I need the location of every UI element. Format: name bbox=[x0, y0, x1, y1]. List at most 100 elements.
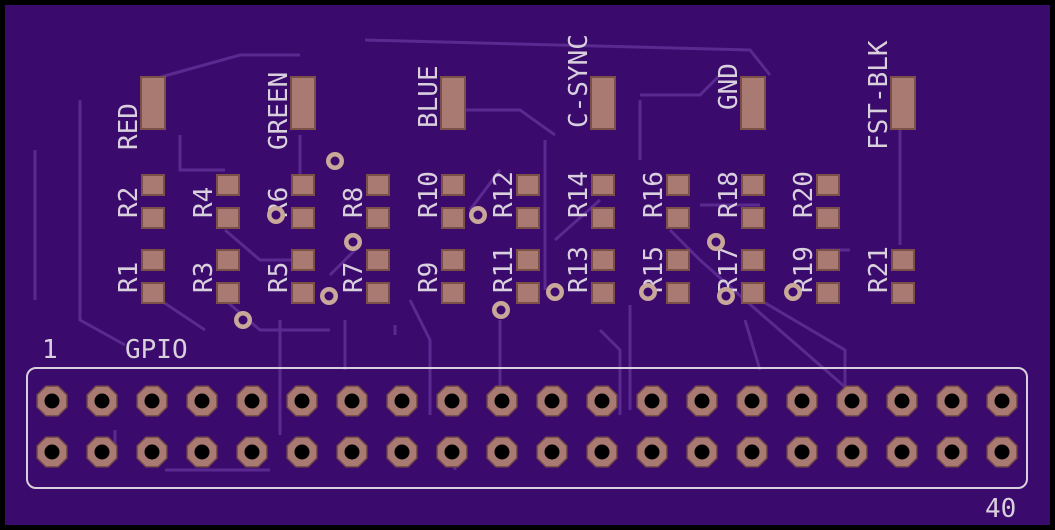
resistor-label-r1: R1 bbox=[114, 262, 144, 293]
trace bbox=[364, 38, 772, 76]
signal-label-green: GREEN bbox=[264, 72, 294, 150]
gpio-pin-hole bbox=[944, 393, 960, 409]
resistor-pad-r9-b bbox=[441, 282, 465, 304]
resistor-pad-r14-b bbox=[591, 207, 615, 229]
gpio-header-pins bbox=[36, 385, 1018, 468]
header-outline bbox=[26, 367, 1028, 489]
trace bbox=[224, 298, 330, 332]
resistor-label-r17: R17 bbox=[714, 246, 744, 293]
resistor-pad-r21-a bbox=[891, 249, 915, 271]
trace bbox=[468, 169, 502, 211]
signal-pad-red bbox=[140, 76, 166, 130]
signal-pad-blue bbox=[440, 76, 466, 130]
gpio-pin-hole bbox=[394, 444, 410, 460]
resistor-pad-r5-b bbox=[291, 282, 315, 304]
vias bbox=[234, 152, 802, 329]
resistor-pad-r11-b bbox=[516, 282, 540, 304]
resistor-pad-r1-a bbox=[141, 249, 165, 271]
resistor-pad-r17-b bbox=[741, 282, 765, 304]
resistor-pad-r8-a bbox=[366, 174, 390, 196]
gpio-pin-hole bbox=[944, 444, 960, 460]
via-hole bbox=[348, 237, 358, 247]
resistor-pad-r8-b bbox=[366, 207, 390, 229]
resistor-pad-r10-b bbox=[441, 207, 465, 229]
gpio-pin-hole bbox=[544, 444, 560, 460]
gpio-pin-hole bbox=[844, 393, 860, 409]
resistor-label-r14: R14 bbox=[564, 171, 594, 218]
trace bbox=[159, 298, 206, 332]
gpio-pin-hole bbox=[144, 393, 160, 409]
via-hole bbox=[711, 237, 721, 247]
signal-label-gnd: GND bbox=[714, 63, 744, 110]
trace bbox=[149, 53, 300, 82]
trace bbox=[668, 228, 861, 402]
gpio-pin-hole bbox=[894, 444, 910, 460]
trace bbox=[408, 299, 432, 415]
trace bbox=[640, 73, 722, 97]
resistor-pad-r3-b bbox=[216, 282, 240, 304]
resistor-pad-r16-b bbox=[666, 207, 690, 229]
signal-pad-csync bbox=[590, 76, 616, 130]
gpio-pin-hole bbox=[494, 393, 510, 409]
gpio-pin-hole bbox=[194, 444, 210, 460]
resistor-pad-r15-a bbox=[666, 249, 690, 271]
resistor-pad-r17-a bbox=[741, 249, 765, 271]
gpio-pin-hole bbox=[894, 393, 910, 409]
gpio-pin-hole bbox=[94, 393, 110, 409]
gpio-pin-hole bbox=[94, 444, 110, 460]
resistor-label-r7: R7 bbox=[339, 262, 369, 293]
resistor-pad-r13-b bbox=[591, 282, 615, 304]
resistor-pad-r4-b bbox=[216, 207, 240, 229]
trace bbox=[78, 100, 126, 347]
resistor-pad-r18-a bbox=[741, 174, 765, 196]
signal-label-blue: BLUE bbox=[414, 65, 444, 128]
gpio-pin-hole bbox=[194, 393, 210, 409]
resistor-pads bbox=[141, 174, 915, 304]
resistor-pad-r18-b bbox=[741, 207, 765, 229]
gpio-pin-hole bbox=[794, 393, 810, 409]
gpio-pin-hole bbox=[344, 393, 360, 409]
resistor-pad-r12-a bbox=[516, 174, 540, 196]
resistor-pad-r9-a bbox=[441, 249, 465, 271]
resistor-pad-r7-b bbox=[366, 282, 390, 304]
gpio-pin-hole bbox=[44, 393, 60, 409]
gpio-pin-hole bbox=[644, 444, 660, 460]
via-hole bbox=[496, 305, 506, 315]
signal-label-fstblk: FST-BLK bbox=[864, 40, 894, 150]
signal-pads bbox=[140, 76, 916, 130]
resistor-pad-r15-b bbox=[666, 282, 690, 304]
signal-label-csync: C-SYNC bbox=[564, 34, 594, 128]
gpio-pin-hole bbox=[694, 393, 710, 409]
resistor-pad-r19-b bbox=[816, 282, 840, 304]
resistor-pad-r2-a bbox=[141, 174, 165, 196]
resistor-label-r13: R13 bbox=[564, 246, 594, 293]
gpio-pin-hole bbox=[644, 393, 660, 409]
gpio-pin-hole bbox=[344, 444, 360, 460]
resistor-label-r3: R3 bbox=[189, 262, 219, 293]
gpio-pin-hole bbox=[294, 444, 310, 460]
gpio-pin-hole bbox=[594, 444, 610, 460]
gpio-pin-hole bbox=[494, 444, 510, 460]
via-hole bbox=[271, 210, 281, 220]
via-hole bbox=[788, 287, 798, 297]
resistor-label-r2: R2 bbox=[114, 187, 144, 218]
resistor-pad-r20-b bbox=[816, 207, 840, 229]
gpio-pin-hole bbox=[744, 444, 760, 460]
via-hole bbox=[330, 156, 340, 166]
resistor-label-r4: R4 bbox=[189, 187, 219, 218]
trace bbox=[328, 248, 357, 277]
resistor-pad-r11-a bbox=[516, 249, 540, 271]
via-hole bbox=[550, 287, 560, 297]
resistor-pad-r3-a bbox=[216, 249, 240, 271]
resistor-pad-r14-a bbox=[591, 174, 615, 196]
gpio-pin-hole bbox=[444, 444, 460, 460]
via-hole bbox=[324, 291, 334, 301]
via-hole bbox=[473, 210, 483, 220]
trace bbox=[224, 228, 300, 262]
signal-pad-green bbox=[290, 76, 316, 130]
gpio-pin-hole bbox=[594, 393, 610, 409]
resistor-label-r10: R10 bbox=[414, 171, 444, 218]
gpio-pin-hole bbox=[244, 444, 260, 460]
gpio-pin-hole bbox=[444, 393, 460, 409]
